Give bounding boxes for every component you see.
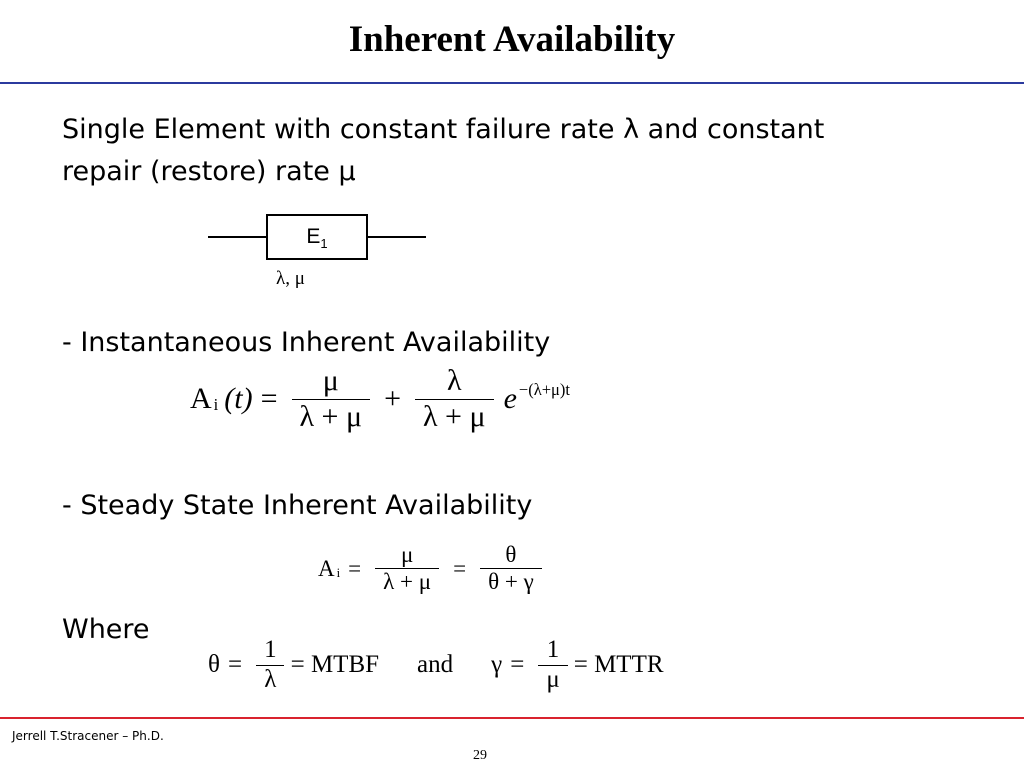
def-and-word: and — [417, 651, 454, 679]
where-label: Where — [62, 614, 150, 645]
eq-steady-fraction-2: θ θ + γ — [480, 542, 542, 596]
element-index: 1 — [320, 236, 328, 252]
def-mtbf: = MTBF — [290, 651, 380, 679]
def-theta-symbol: θ — [208, 651, 220, 679]
eq-steady-lhs-subscript: i — [336, 565, 341, 580]
top-divider — [0, 82, 1024, 84]
eq-inst-fraction-1: μ λ + μ — [291, 364, 371, 435]
eq-steady-equals-2: = — [453, 555, 467, 581]
eq-inst-equals: = — [260, 382, 278, 415]
def-gamma-fraction: 1 μ — [538, 636, 568, 695]
eq-steady-frac2-numerator: θ — [505, 542, 517, 567]
eq-steady-equals: = — [348, 555, 362, 581]
eq-inst-lhs-subscript: i — [213, 394, 219, 414]
eq-inst-lhs-symbol: A — [190, 382, 212, 415]
eq-inst-frac1-denominator: λ + μ — [291, 398, 371, 435]
page-number: 29 — [473, 748, 487, 763]
def-gamma-denominator: μ — [538, 664, 568, 695]
eq-inst-plus: + — [384, 382, 401, 415]
instantaneous-availability-heading: - Instantaneous Inherent Availability — [62, 327, 551, 358]
eq-inst-exponential-base: e — [503, 382, 517, 415]
eq-inst-frac1-numerator: μ — [322, 364, 339, 397]
def-mttr: = MTTR — [573, 651, 664, 679]
def-theta-fraction: 1 λ — [256, 636, 285, 695]
element-block: E1 — [266, 214, 368, 260]
eq-steady-frac1-numerator: μ — [400, 542, 414, 567]
def-theta-numerator: 1 — [264, 636, 277, 663]
eq-inst-fraction-2: λ λ + μ — [415, 364, 494, 434]
eq-steady-frac2-denominator: θ + γ — [480, 568, 542, 595]
reliability-block-diagram: E1 λ, μ — [208, 212, 428, 292]
steady-state-availability-heading: - Steady State Inherent Availability — [62, 490, 533, 521]
def-gamma-numerator: 1 — [546, 636, 560, 663]
eq-steady-fraction-1: μ λ + μ — [375, 542, 440, 596]
definitions-equation: θ = 1 λ = MTBF and γ = 1 μ = MTTR — [208, 636, 664, 695]
diagram-wire-right — [368, 236, 426, 238]
eq-steady-lhs-symbol: A — [318, 555, 335, 581]
footer-author: Jerrell T.Stracener – Ph.D. — [12, 729, 164, 743]
def-theta-equals: = — [227, 651, 243, 679]
element-letter: E — [306, 225, 321, 248]
eq-inst-lhs-argument: (t) — [224, 382, 253, 415]
def-theta-denominator: λ — [256, 664, 285, 695]
eq-inst-frac2-denominator: λ + μ — [415, 398, 494, 435]
element-rates-label: λ, μ — [276, 268, 305, 289]
diagram-wire-left — [208, 236, 266, 238]
def-gamma-equals: = — [510, 651, 525, 679]
bottom-divider — [0, 717, 1024, 719]
eq-steady-frac1-denominator: λ + μ — [375, 568, 440, 595]
intro-line-2: repair (restore) rate μ — [62, 156, 356, 187]
slide-title: Inherent Availability — [348, 19, 676, 60]
intro-line-1: Single Element with constant failure rat… — [62, 114, 825, 145]
eq-inst-frac2-numerator: λ — [447, 364, 462, 397]
eq-inst-exponent: −(λ+μ)t — [518, 379, 570, 399]
def-gamma-symbol: γ — [491, 651, 503, 679]
